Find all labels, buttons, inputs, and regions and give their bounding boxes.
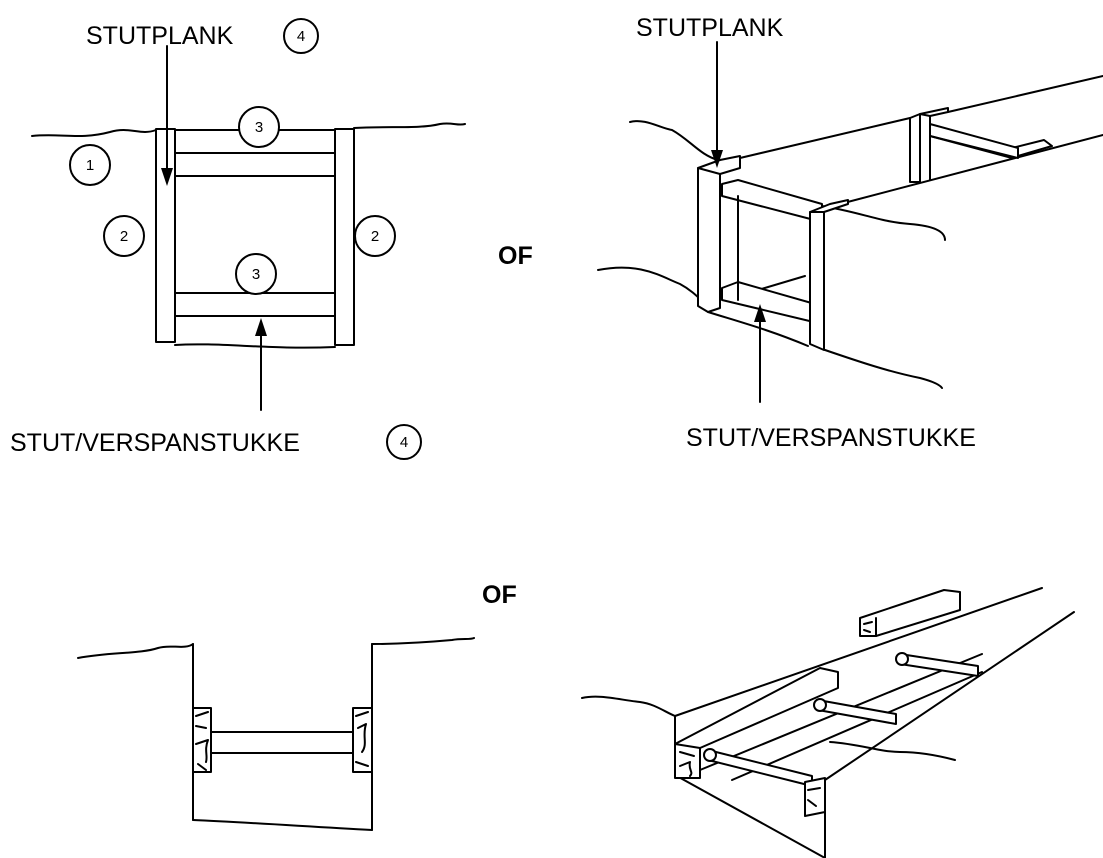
trench-near-edge [839,134,1103,205]
near-left-upright-top [697,167,721,175]
plank-ref-circle [283,18,319,54]
top-strut-marker-circle [238,106,280,148]
plank-label: STUTPLANK [86,22,234,50]
perspective-trench-diagram: STUTPLANK STUT/VERSPANSTUKKE [597,14,1103,452]
cylinder-strut-front [707,749,813,787]
right-upright-plank [334,128,355,346]
ground-marker-circle [69,144,111,186]
bottom-strut-marker-number: 3 [252,266,260,283]
cylinder-strut-middle-end [813,698,827,712]
trench-far-edge [739,75,1103,159]
bottom-strut [174,292,336,317]
far-timber-grain [863,621,873,633]
left-upright-plank [155,128,176,343]
right-wedge-grain [355,711,369,767]
cylinder-strut-middle [817,699,897,725]
ground-surface-line [77,643,194,659]
trench-floor-edge [707,311,809,347]
near-timber-stub [804,777,826,817]
ground-surface-line [581,695,676,717]
ground-marker-number: 1 [86,157,94,174]
left-upright-marker-circle [103,215,145,257]
plank-arrow-head [161,168,173,186]
far-strut-lower [929,135,1013,159]
right-upright-marker-number: 2 [371,228,379,245]
ground-contour [829,741,956,761]
plank-label: STUTPLANK [636,14,784,42]
top-strut [174,152,336,177]
plank-ref-number: 4 [297,28,305,45]
main-timber-end [674,743,701,749]
trench-top-left-edge [674,587,1043,717]
or-label-2: OF [482,581,517,609]
left-upright-marker-number: 2 [120,228,128,245]
plank-arrow-head [711,150,723,168]
far-strut [929,123,1019,159]
or-label-1: OF [498,242,533,270]
trench-floor [192,819,373,831]
bottom-strut-marker-circle [235,253,277,295]
wedged-strut [210,731,354,754]
strut-ref-number: 4 [400,434,408,451]
top-strut-marker-number: 3 [255,119,263,136]
trench-bottom-line [174,343,336,349]
main-timber-beam [674,667,839,779]
ground-surface-line [629,120,719,161]
near-timber-grain [807,787,821,807]
strut-label: STUT/VERSPANSTUKKE [10,429,300,457]
ground-surface-line-right [371,637,475,645]
right-upright-marker-circle [354,215,396,257]
ground-lower-fill [824,349,943,389]
strut-arrow-head [255,318,267,336]
trench-near-edge [824,611,1075,781]
strut-arrow-head [754,304,766,322]
cylinder-strut-front-end [703,748,717,762]
ground-near-side [821,205,946,241]
cross-section-diagram: STUTPLANK 4 STUT/VERSPANSTUKKE 4 1 2 2 3… [10,18,466,460]
wedged-strut-section [77,637,475,831]
far-timber-block [859,589,961,637]
cylinder-strut-back-end [895,652,909,666]
trench-front-bottom [674,774,826,858]
trench-inner-line-2 [731,671,983,781]
strut-label: STUT/VERSPANSTUKKE [686,424,976,452]
near-right-upright-plank [809,199,849,351]
left-wedge-grain [195,711,209,771]
perspective-cylinder-struts [581,587,1075,858]
main-timber-grain [679,751,695,777]
ground-left-side [597,266,713,311]
strut-ref-circle [386,424,422,460]
